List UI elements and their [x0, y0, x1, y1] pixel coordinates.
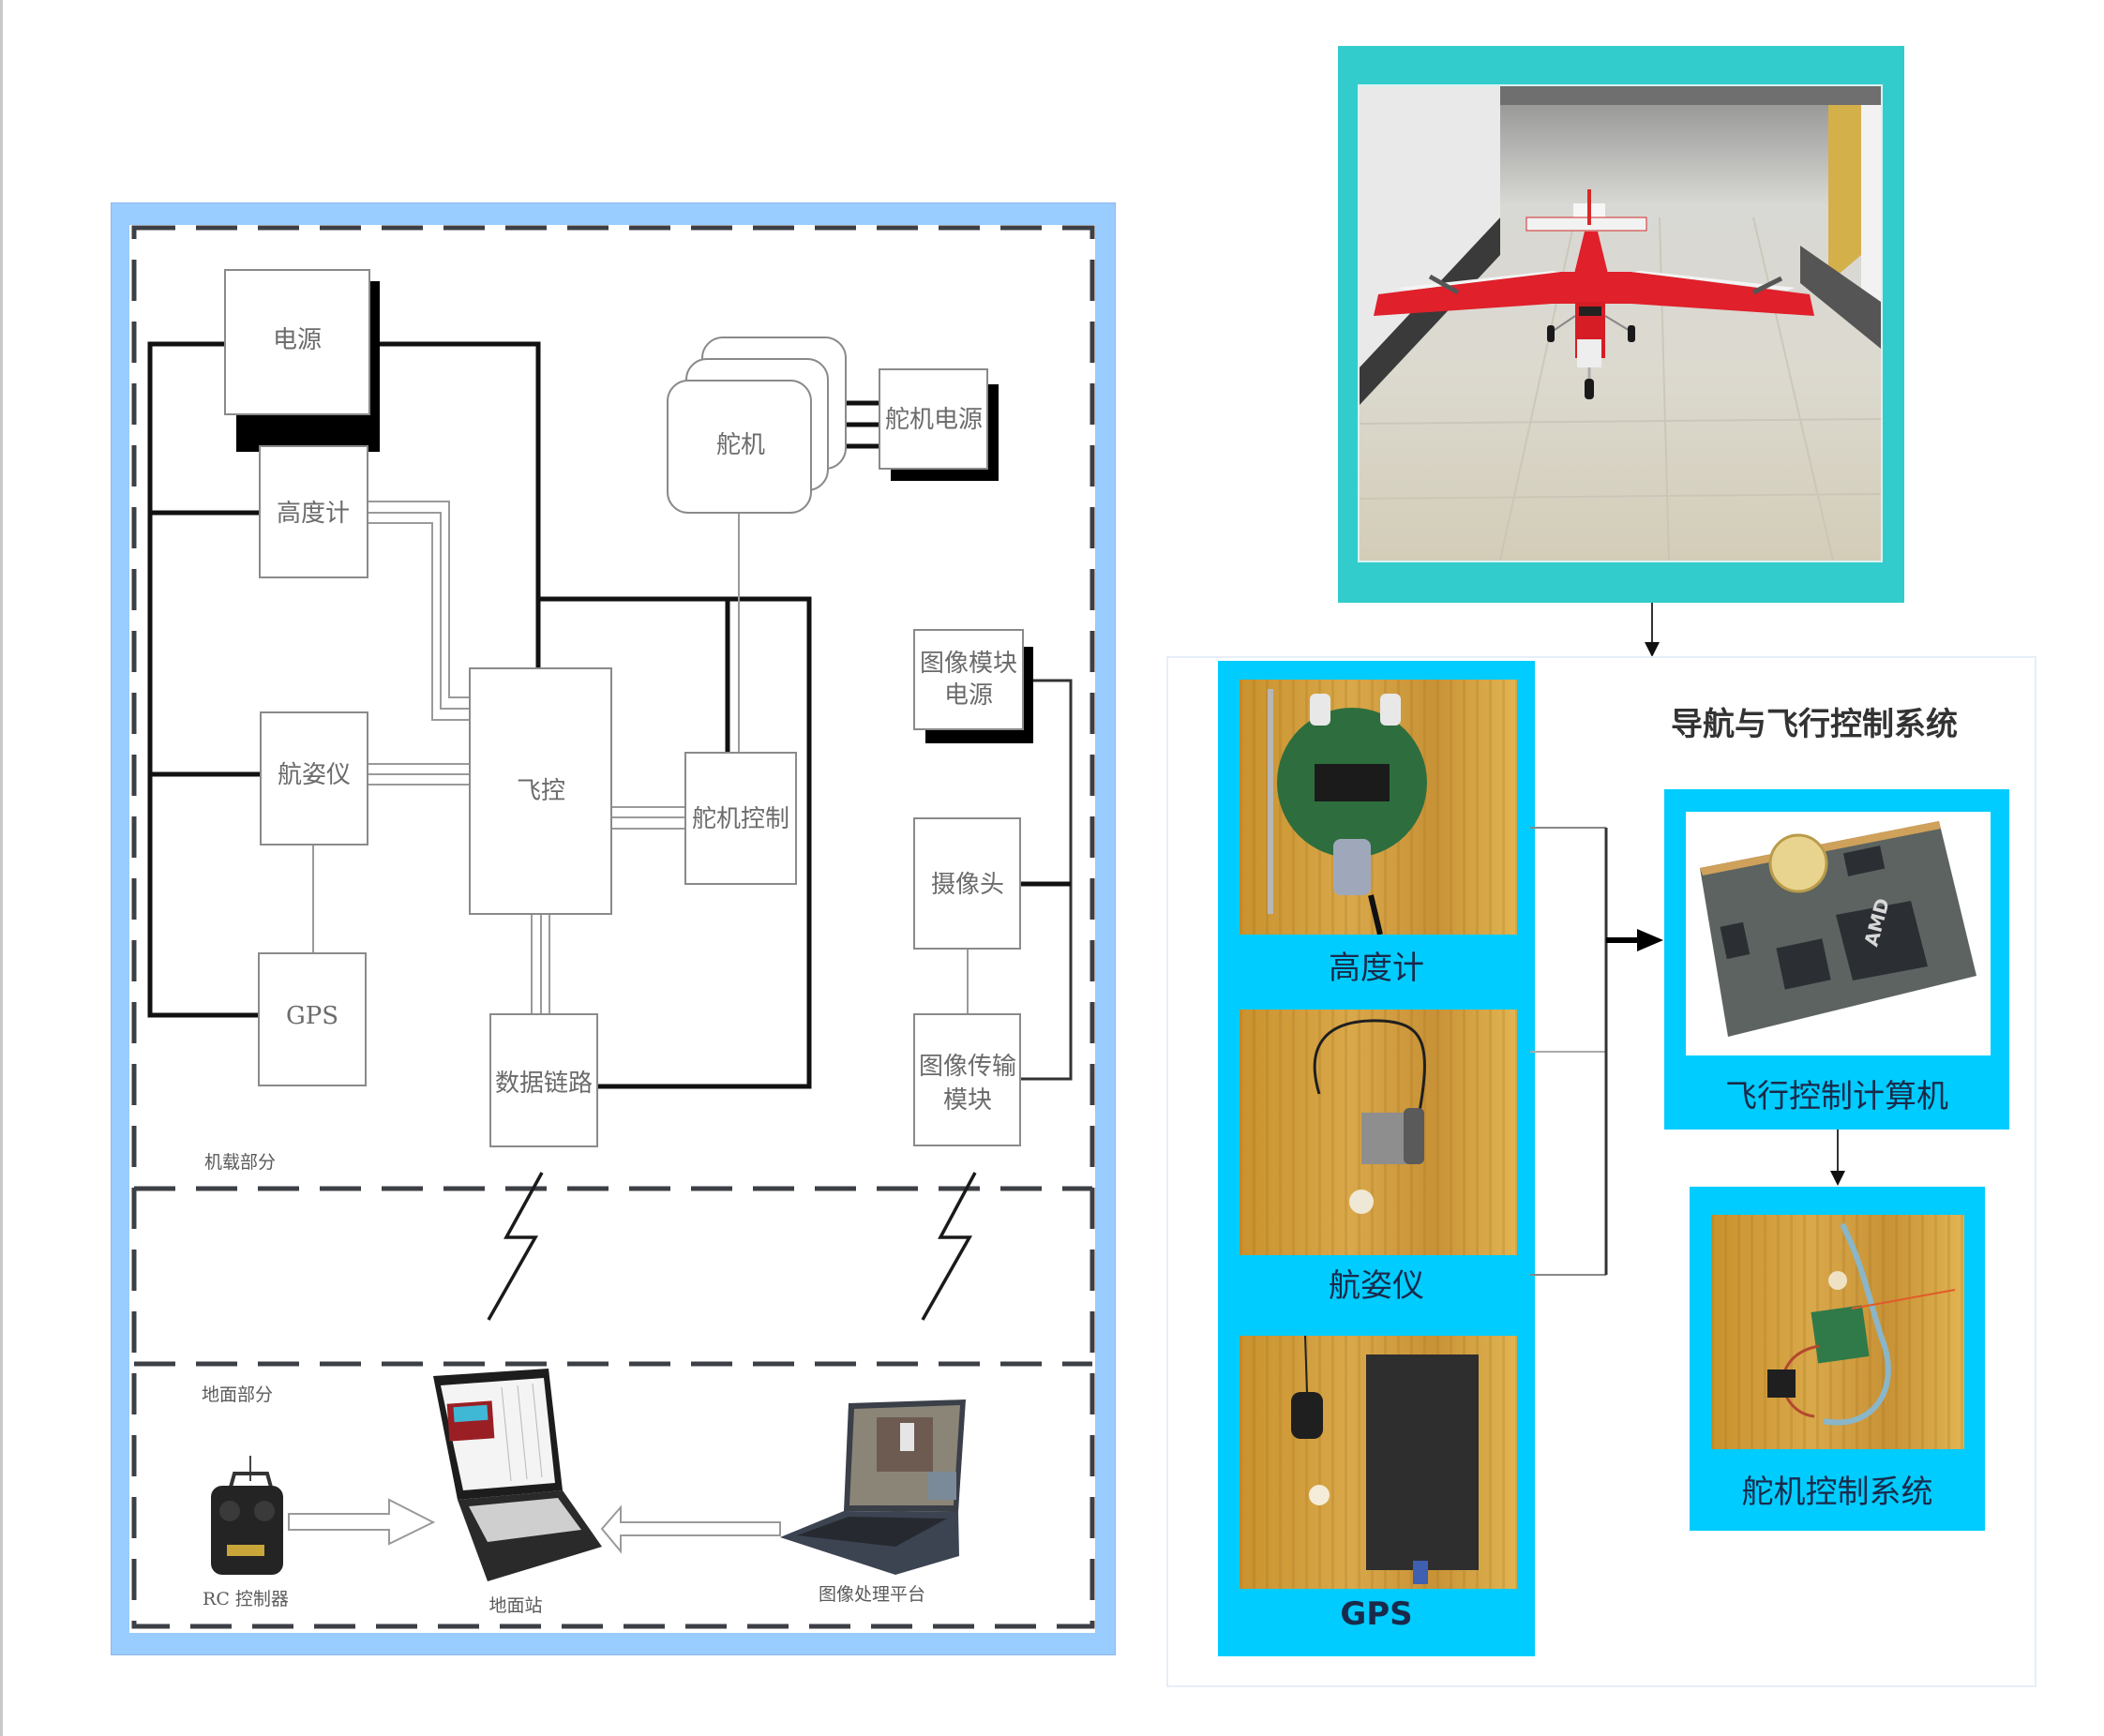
ahrs-photo — [1240, 1010, 1517, 1255]
computer-to-servo-arrow — [1830, 1130, 1845, 1186]
servo-controller-image — [1767, 1222, 1956, 1426]
pc104-board-image: AMD — [1700, 821, 1976, 1037]
servo-system-photo — [1711, 1215, 1964, 1449]
sensor-card-ahrs: 航姿仪 — [1218, 1005, 1535, 1319]
sensor-card-altimeter: 高度计 — [1218, 661, 1535, 1005]
sensor-bus-connector — [1530, 827, 1663, 1276]
plane-to-nav-arrow — [1645, 603, 1660, 657]
altimeter-board-image — [1268, 689, 1427, 935]
sensor-card-gps: GPS — [1218, 1319, 1535, 1656]
airplane-photo — [1360, 86, 1881, 561]
ahrs-module-image — [1313, 1019, 1426, 1214]
airplane-illustration — [1360, 86, 1881, 561]
sensor-label: GPS — [1340, 1595, 1413, 1633]
servo-system-card: 舵机控制系统 — [1690, 1187, 1985, 1531]
flight-computer-label: 飞行控制计算机 — [1725, 1078, 1948, 1115]
flight-computer-photo: AMD — [1686, 812, 1991, 1055]
gps-receiver-image — [1291, 1336, 1479, 1584]
gps-photo — [1240, 1336, 1517, 1589]
altimeter-photo — [1240, 680, 1517, 935]
system-diagram-canvas — [129, 225, 1095, 1633]
servo-system-label: 舵机控制系统 — [1741, 1474, 1933, 1511]
nav-system-title: 导航与飞行控制系统 — [1671, 706, 1958, 743]
flight-computer-card: AMD 飞行控制计算机 — [1664, 789, 2009, 1130]
sensor-label: 航姿仪 — [1329, 1267, 1424, 1305]
page-edge — [0, 0, 3, 1736]
sensor-label: 高度计 — [1329, 950, 1424, 987]
